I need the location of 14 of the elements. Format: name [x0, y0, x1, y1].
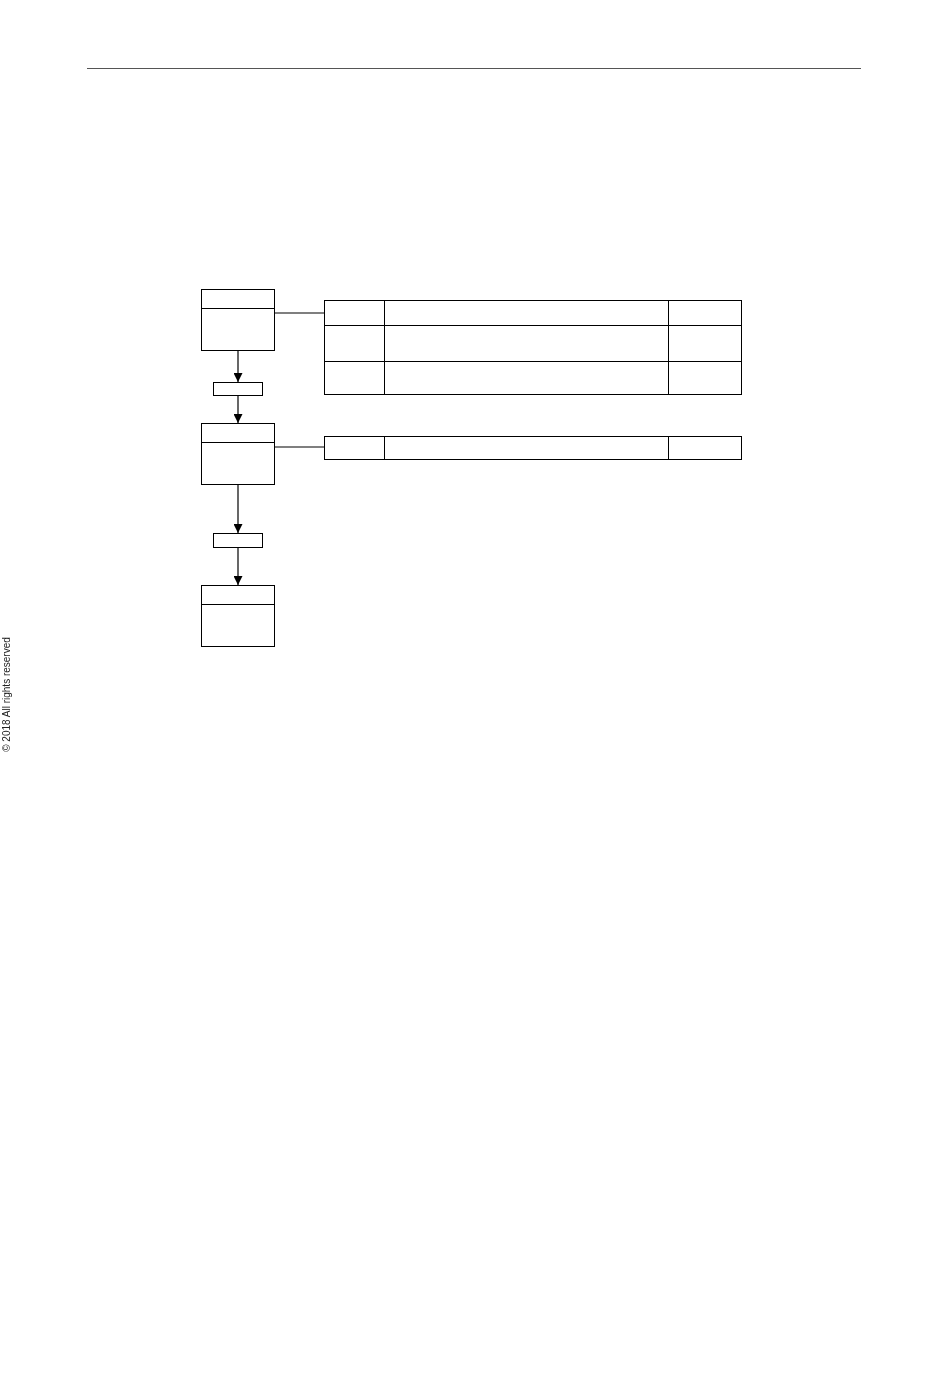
arrow	[233, 395, 243, 424]
connector-line	[274, 446, 325, 448]
parameter-table	[324, 436, 742, 460]
arrow	[233, 547, 243, 586]
step-box	[201, 289, 275, 351]
step-box	[201, 585, 275, 647]
transition-bar	[213, 533, 263, 548]
arrow	[233, 484, 243, 534]
copyright-note: © 2018 All rights reserved	[0, 636, 12, 754]
connector-line	[274, 312, 325, 314]
step-box	[201, 423, 275, 485]
transition-bar	[213, 382, 263, 396]
arrow	[233, 350, 243, 383]
parameter-table	[324, 300, 742, 395]
